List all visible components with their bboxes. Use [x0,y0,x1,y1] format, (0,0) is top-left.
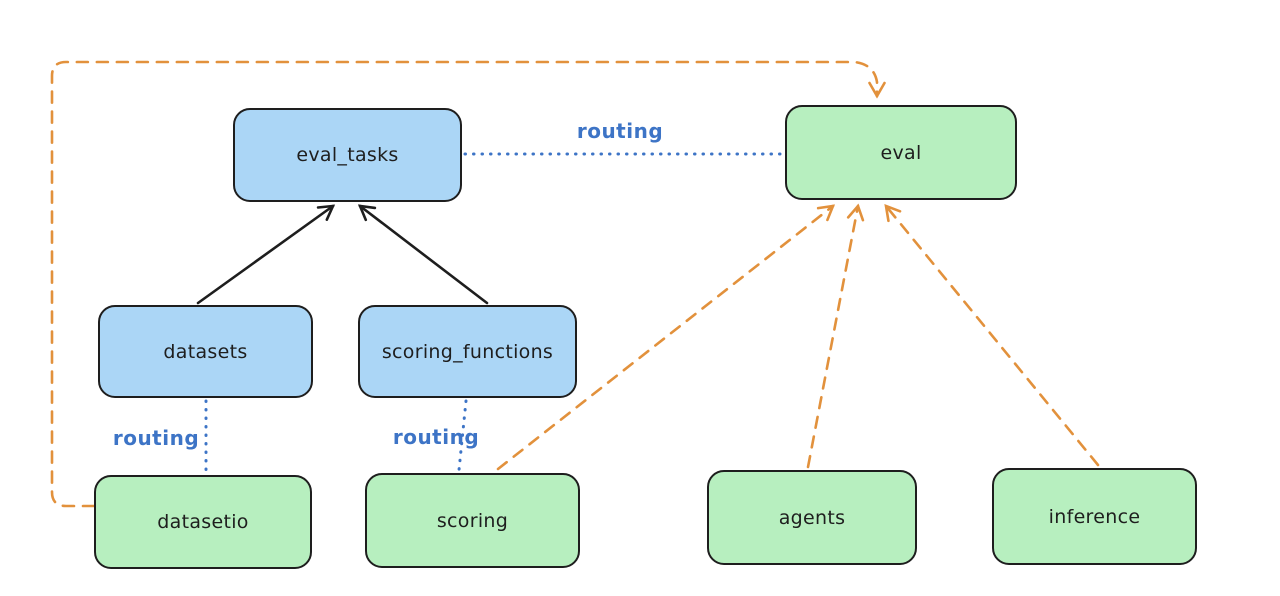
edge-scoring-to-eval [496,204,836,471]
node-agents-label: agents [778,506,846,529]
node-eval-tasks: eval_tasks [233,108,462,202]
edge-label-routing-datasets-datasetio: routing [112,426,200,450]
node-inference: inference [992,468,1197,565]
node-datasets: datasets [98,305,313,398]
node-eval: eval [785,105,1017,200]
node-scoring-label: scoring [436,509,509,532]
node-scoring-functions: scoring_functions [358,305,577,398]
edge-scoring-functions-to-scoring-routing [457,399,468,472]
node-agents: agents [707,470,917,565]
node-datasetio-label: datasetio [157,511,249,533]
node-inference-label: inference [1048,505,1141,528]
edge-scoring-functions-to-eval-tasks [357,204,489,305]
node-datasetio: datasetio [94,475,312,569]
edge-agents-to-eval [806,203,865,469]
node-datasets-label: datasets [163,340,248,363]
edge-label-routing-scoring-functions-scoring: routing [392,425,480,449]
edge-inference-to-eval [884,203,1100,467]
node-scoring-functions-label: scoring_functions [381,340,554,363]
node-eval-tasks-label: eval_tasks [296,144,399,166]
node-scoring: scoring [365,473,580,568]
node-eval-label: eval [880,141,922,164]
edge-datasets-to-eval-tasks [196,204,336,305]
edge-label-routing-eval-tasks-eval: routing [576,119,664,143]
